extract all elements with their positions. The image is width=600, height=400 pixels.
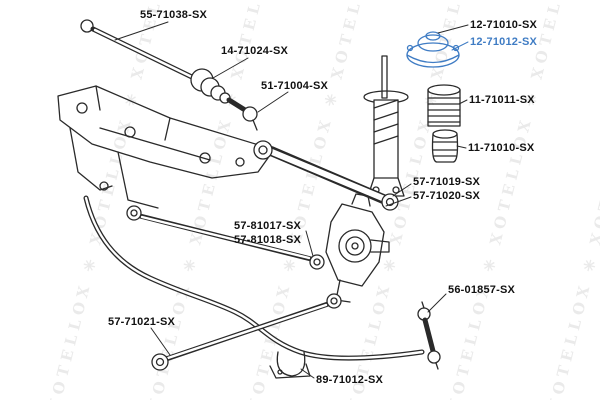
part-label-55-71038-sx[interactable]: 55-71038-SX	[140, 9, 208, 21]
track-rod-drawing	[126, 205, 325, 270]
strut-drawing	[363, 55, 409, 197]
part-label-11-71011-sx[interactable]: 11-71011-SX	[469, 94, 535, 106]
knuckle-drawing	[325, 193, 390, 303]
subframe-drawing	[57, 85, 269, 209]
part-label-51-71004-sx[interactable]: 51-71004-SX	[261, 80, 329, 92]
bump-stop-drawing	[431, 129, 459, 163]
lower-rod-drawing	[151, 293, 342, 371]
stabilizer-link-drawing	[417, 301, 441, 370]
tie-rod-end-drawing	[226, 97, 258, 131]
stabilizer-clamp-drawing	[269, 351, 311, 379]
dust-boot-drawing	[427, 84, 461, 127]
inner-tie-rod-drawing	[80, 19, 199, 82]
part-label-57-81017-sx[interactable]: 57-81017-SX	[234, 220, 302, 232]
stabilizer-bar-drawing	[83, 195, 425, 361]
lateral-arm-drawing	[253, 140, 399, 211]
strut-mount-drawing	[406, 31, 460, 68]
part-label-12-71012-sx[interactable]: 12-71012-SX	[470, 36, 538, 48]
part-label-57-71020-sx[interactable]: 57-71020-SX	[413, 190, 481, 202]
leader-lines	[114, 21, 469, 379]
part-label-56-01857-sx[interactable]: 56-01857-SX	[448, 284, 516, 296]
part-label-57-71019-sx[interactable]: 57-71019-SX	[413, 176, 481, 188]
steering-boot-drawing	[190, 68, 231, 104]
part-label-57-71021-sx[interactable]: 57-71021-SX	[108, 316, 176, 328]
part-label-12-71010-sx[interactable]: 12-71010-SX	[470, 19, 538, 31]
part-label-57-81018-sx[interactable]: 57-81018-SX	[234, 234, 302, 246]
part-label-14-71024-sx[interactable]: 14-71024-SX	[221, 45, 289, 57]
part-label-11-71010-sx[interactable]: 11-71010-SX	[468, 142, 535, 154]
part-label-89-71012-sx[interactable]: 89-71012-SX	[316, 374, 384, 386]
